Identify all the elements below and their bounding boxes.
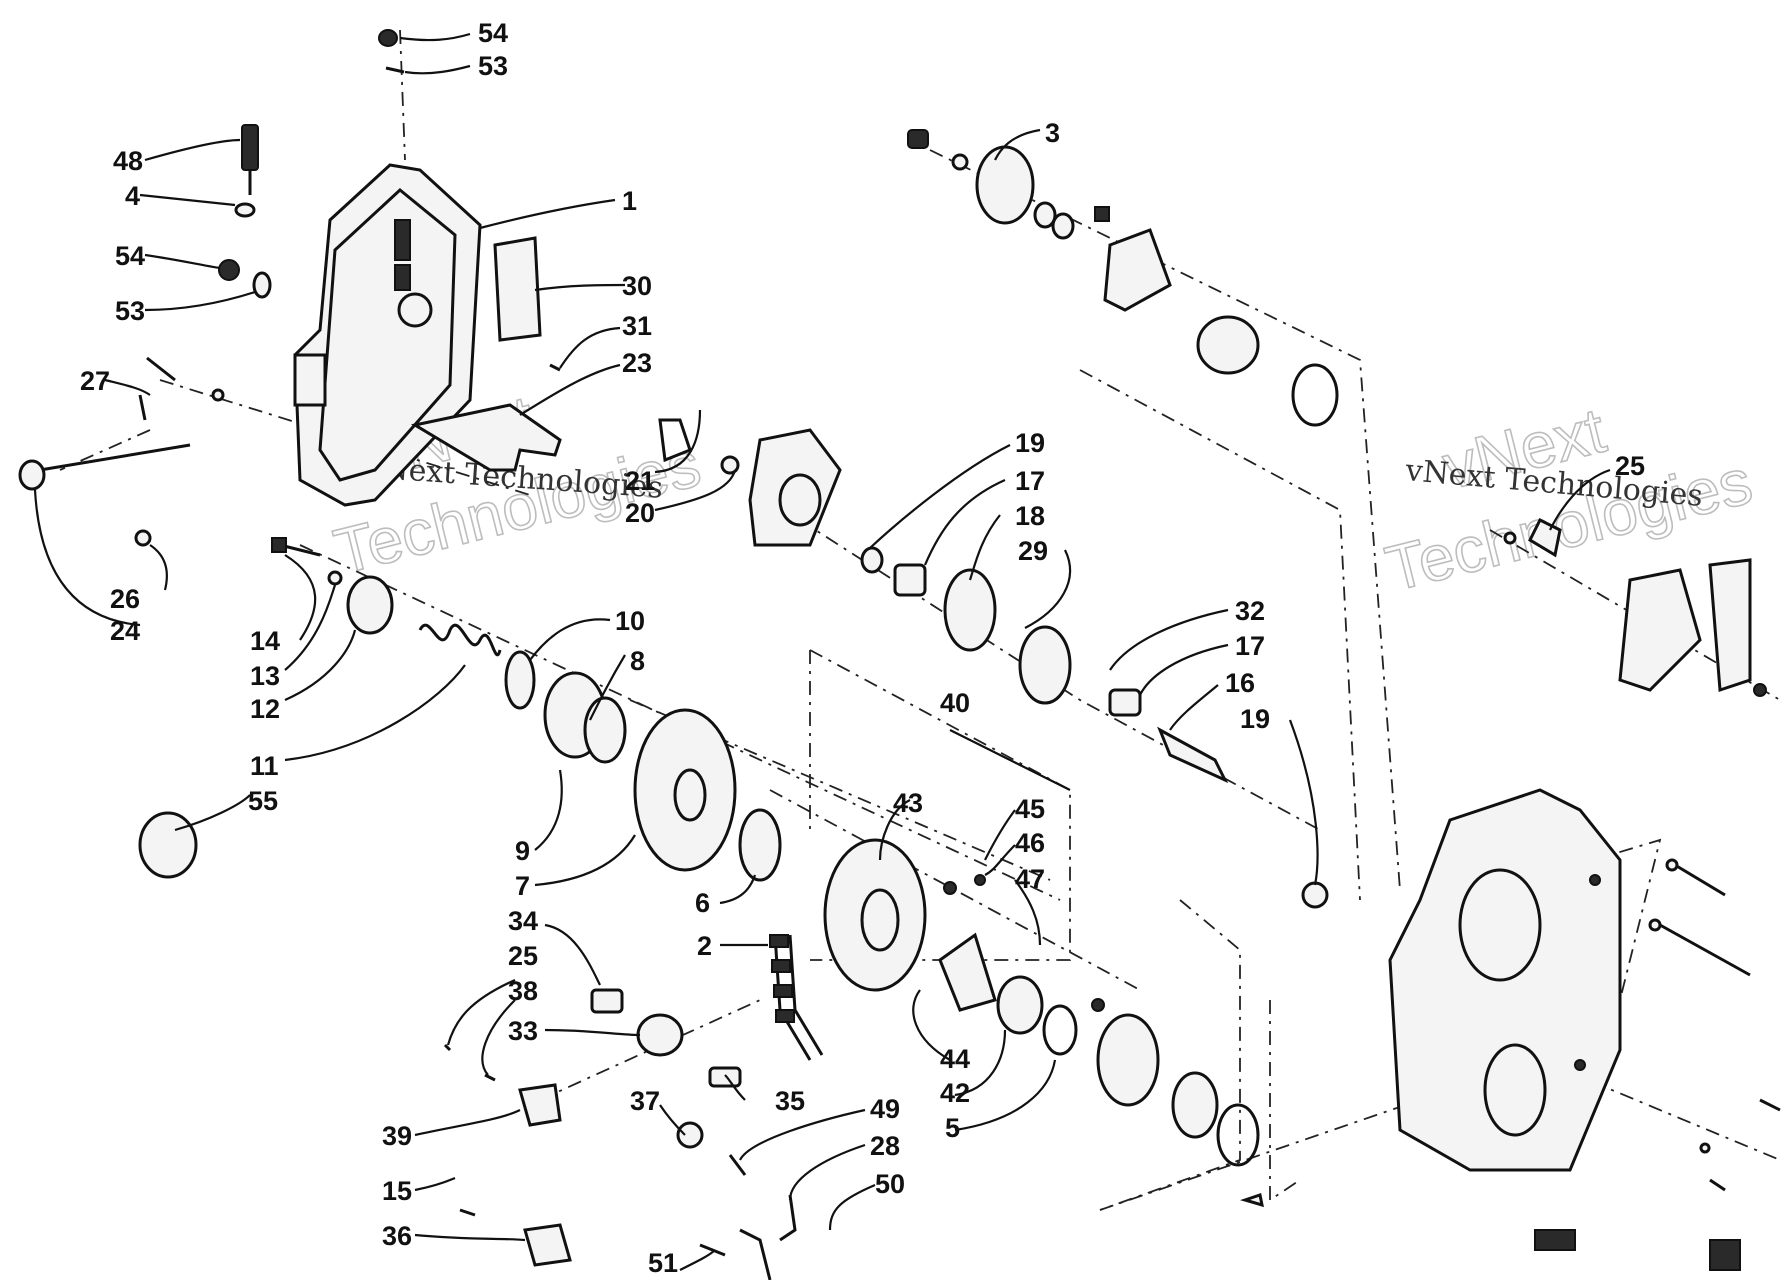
part-gear-43	[823, 838, 1078, 1056]
callout-39: 39	[382, 1121, 412, 1151]
callout-10: 10	[615, 606, 645, 636]
callout-49: 49	[870, 1094, 900, 1124]
part-dipstick	[218, 29, 405, 299]
callout-30: 30	[622, 271, 652, 301]
callout-31: 31	[622, 311, 652, 341]
callout-43: 43	[893, 788, 923, 818]
part-tensioner-blocks	[443, 988, 797, 1280]
part-large-sprocket	[633, 708, 782, 882]
callout-51: 51	[648, 1248, 678, 1278]
callout-18: 18	[1015, 501, 1045, 531]
part-main-chaincase	[1388, 788, 1622, 1172]
callout-12: 12	[250, 694, 280, 724]
callout-3: 3	[1045, 118, 1060, 148]
callout-labels: 54 53 48 4 1 54 53 30 31 23 27 21 20 26 …	[80, 18, 1645, 1278]
callout-40: 40	[940, 688, 970, 718]
callout-25-lower: 25	[508, 941, 538, 971]
callout-55: 55	[248, 786, 278, 816]
callout-45: 45	[1015, 794, 1045, 824]
part-right-bolts	[1534, 858, 1781, 1271]
callout-24: 24	[110, 616, 140, 646]
callout-13: 13	[250, 661, 280, 691]
callout-34: 34	[508, 906, 538, 936]
callout-4: 4	[125, 181, 140, 211]
callout-8: 8	[630, 646, 645, 676]
part-brake-lever-shaft	[18, 356, 225, 547]
callout-7: 7	[515, 871, 530, 901]
callout-15: 15	[382, 1176, 412, 1206]
part-lower-bearing-flange	[1091, 998, 1264, 1208]
callout-53-top: 53	[478, 51, 508, 81]
part-upper-bearing-housing	[907, 129, 1339, 427]
callout-32: 32	[1235, 596, 1265, 626]
callout-42: 42	[940, 1078, 970, 1108]
callout-20: 20	[625, 498, 655, 528]
part-right-brake-caliper	[1503, 517, 1767, 697]
callout-25-right: 25	[1615, 451, 1645, 481]
callout-11: 11	[250, 751, 279, 781]
callout-46: 46	[1015, 828, 1045, 858]
callout-36: 36	[382, 1221, 412, 1251]
part-jackshaft-bearing	[658, 418, 1329, 909]
callout-23: 23	[622, 348, 652, 378]
callout-28: 28	[870, 1131, 900, 1161]
callout-2: 2	[697, 931, 712, 961]
callout-19-upper: 19	[1015, 428, 1045, 458]
callout-53-left: 53	[115, 296, 145, 326]
callout-17-lower: 17	[1235, 631, 1265, 661]
callout-9: 9	[515, 836, 530, 866]
callout-38: 38	[508, 976, 538, 1006]
callout-48: 48	[113, 146, 143, 176]
callout-16: 16	[1225, 668, 1255, 698]
callout-1: 1	[622, 186, 637, 216]
callout-27: 27	[80, 366, 110, 396]
leader-lines	[33, 32, 1611, 1271]
callout-35: 35	[775, 1086, 805, 1116]
callout-17-upper: 17	[1015, 466, 1045, 496]
callout-50: 50	[875, 1169, 905, 1199]
callout-29: 29	[1018, 536, 1048, 566]
callout-21: 21	[625, 466, 655, 496]
callout-26: 26	[110, 584, 140, 614]
callout-5: 5	[945, 1113, 960, 1143]
part-drive-chain	[769, 934, 824, 1061]
callout-37: 37	[630, 1086, 660, 1116]
callout-6: 6	[695, 888, 710, 918]
callout-19-lower: 19	[1240, 704, 1270, 734]
part-brake-assembly-left	[138, 537, 627, 879]
callout-54-left: 54	[115, 241, 145, 271]
callout-14: 14	[250, 626, 280, 656]
callout-54-top: 54	[478, 18, 508, 48]
callout-47: 47	[1015, 864, 1045, 894]
callout-44: 44	[940, 1044, 970, 1074]
callout-33: 33	[508, 1016, 538, 1046]
part-cover-plate	[410, 236, 562, 472]
